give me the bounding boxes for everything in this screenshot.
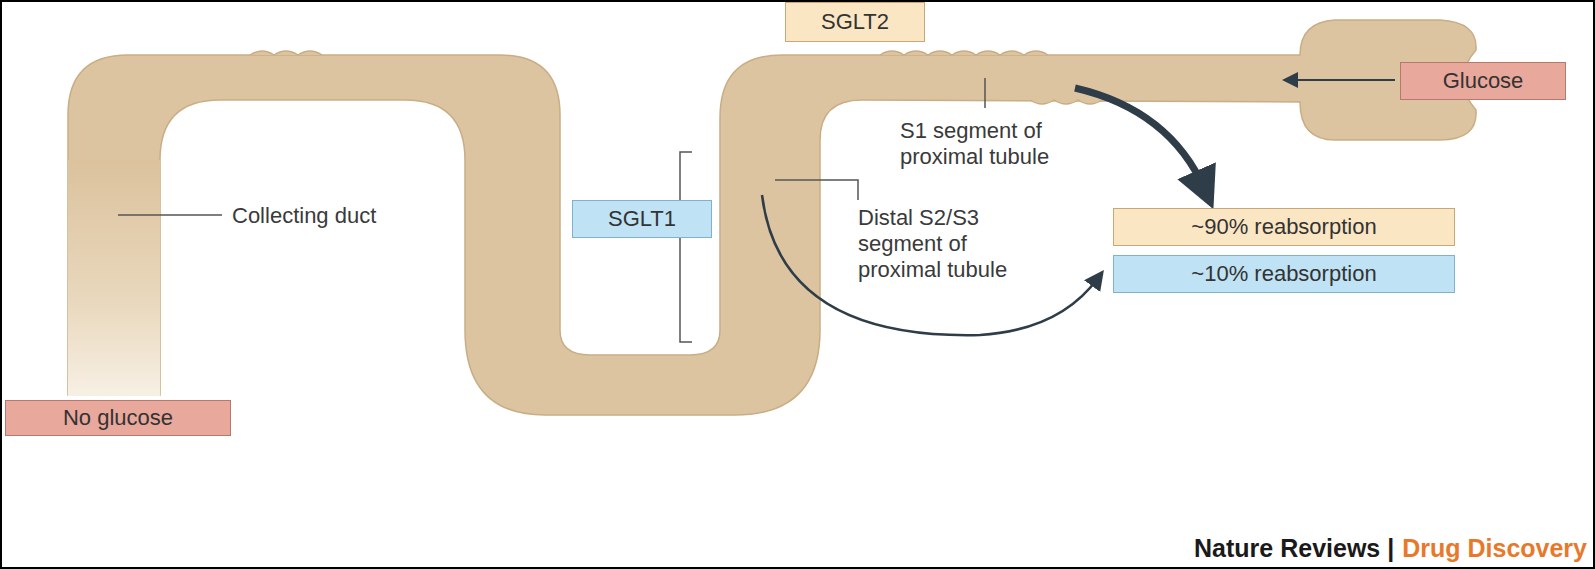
credit-text: Drug Discovery xyxy=(1402,534,1587,563)
segment-label: Distal S2/S3 segment of proximal tubule xyxy=(858,205,1048,283)
box-text: No glucose xyxy=(53,405,183,431)
substance-box: No glucose xyxy=(5,400,231,436)
reabsorption-arrow xyxy=(1075,88,1205,190)
brush-border xyxy=(250,51,1102,104)
bracket xyxy=(680,152,692,342)
segment-label: S1 segment of proximal tubule xyxy=(900,118,1100,170)
leader-line xyxy=(118,214,222,216)
segment-label: Collecting duct xyxy=(232,203,412,229)
leader-line xyxy=(775,180,858,200)
percentage-box: ~90% reabsorption xyxy=(1113,208,1455,246)
reabsorption-arrow xyxy=(762,195,1098,335)
collecting-duct-shade xyxy=(68,160,160,396)
box-text: Glucose xyxy=(1433,68,1534,94)
box-text: SGLT2 xyxy=(811,9,899,35)
percentage-box: ~10% reabsorption xyxy=(1113,255,1455,293)
box-text: ~10% reabsorption xyxy=(1181,261,1386,287)
credit-text: Nature Reviews | xyxy=(1194,534,1394,563)
box-text: SGLT1 xyxy=(598,206,686,232)
transporter-box: SGLT2 xyxy=(785,2,925,42)
credit-line: Nature Reviews | Drug Discovery xyxy=(1194,534,1587,563)
transporter-box: SGLT1 xyxy=(572,200,712,238)
glucose-arrow xyxy=(1290,79,1395,81)
leader-line xyxy=(984,78,986,108)
substance-box: Glucose xyxy=(1400,62,1566,100)
box-text: ~90% reabsorption xyxy=(1181,214,1386,240)
tubule xyxy=(68,20,1476,415)
